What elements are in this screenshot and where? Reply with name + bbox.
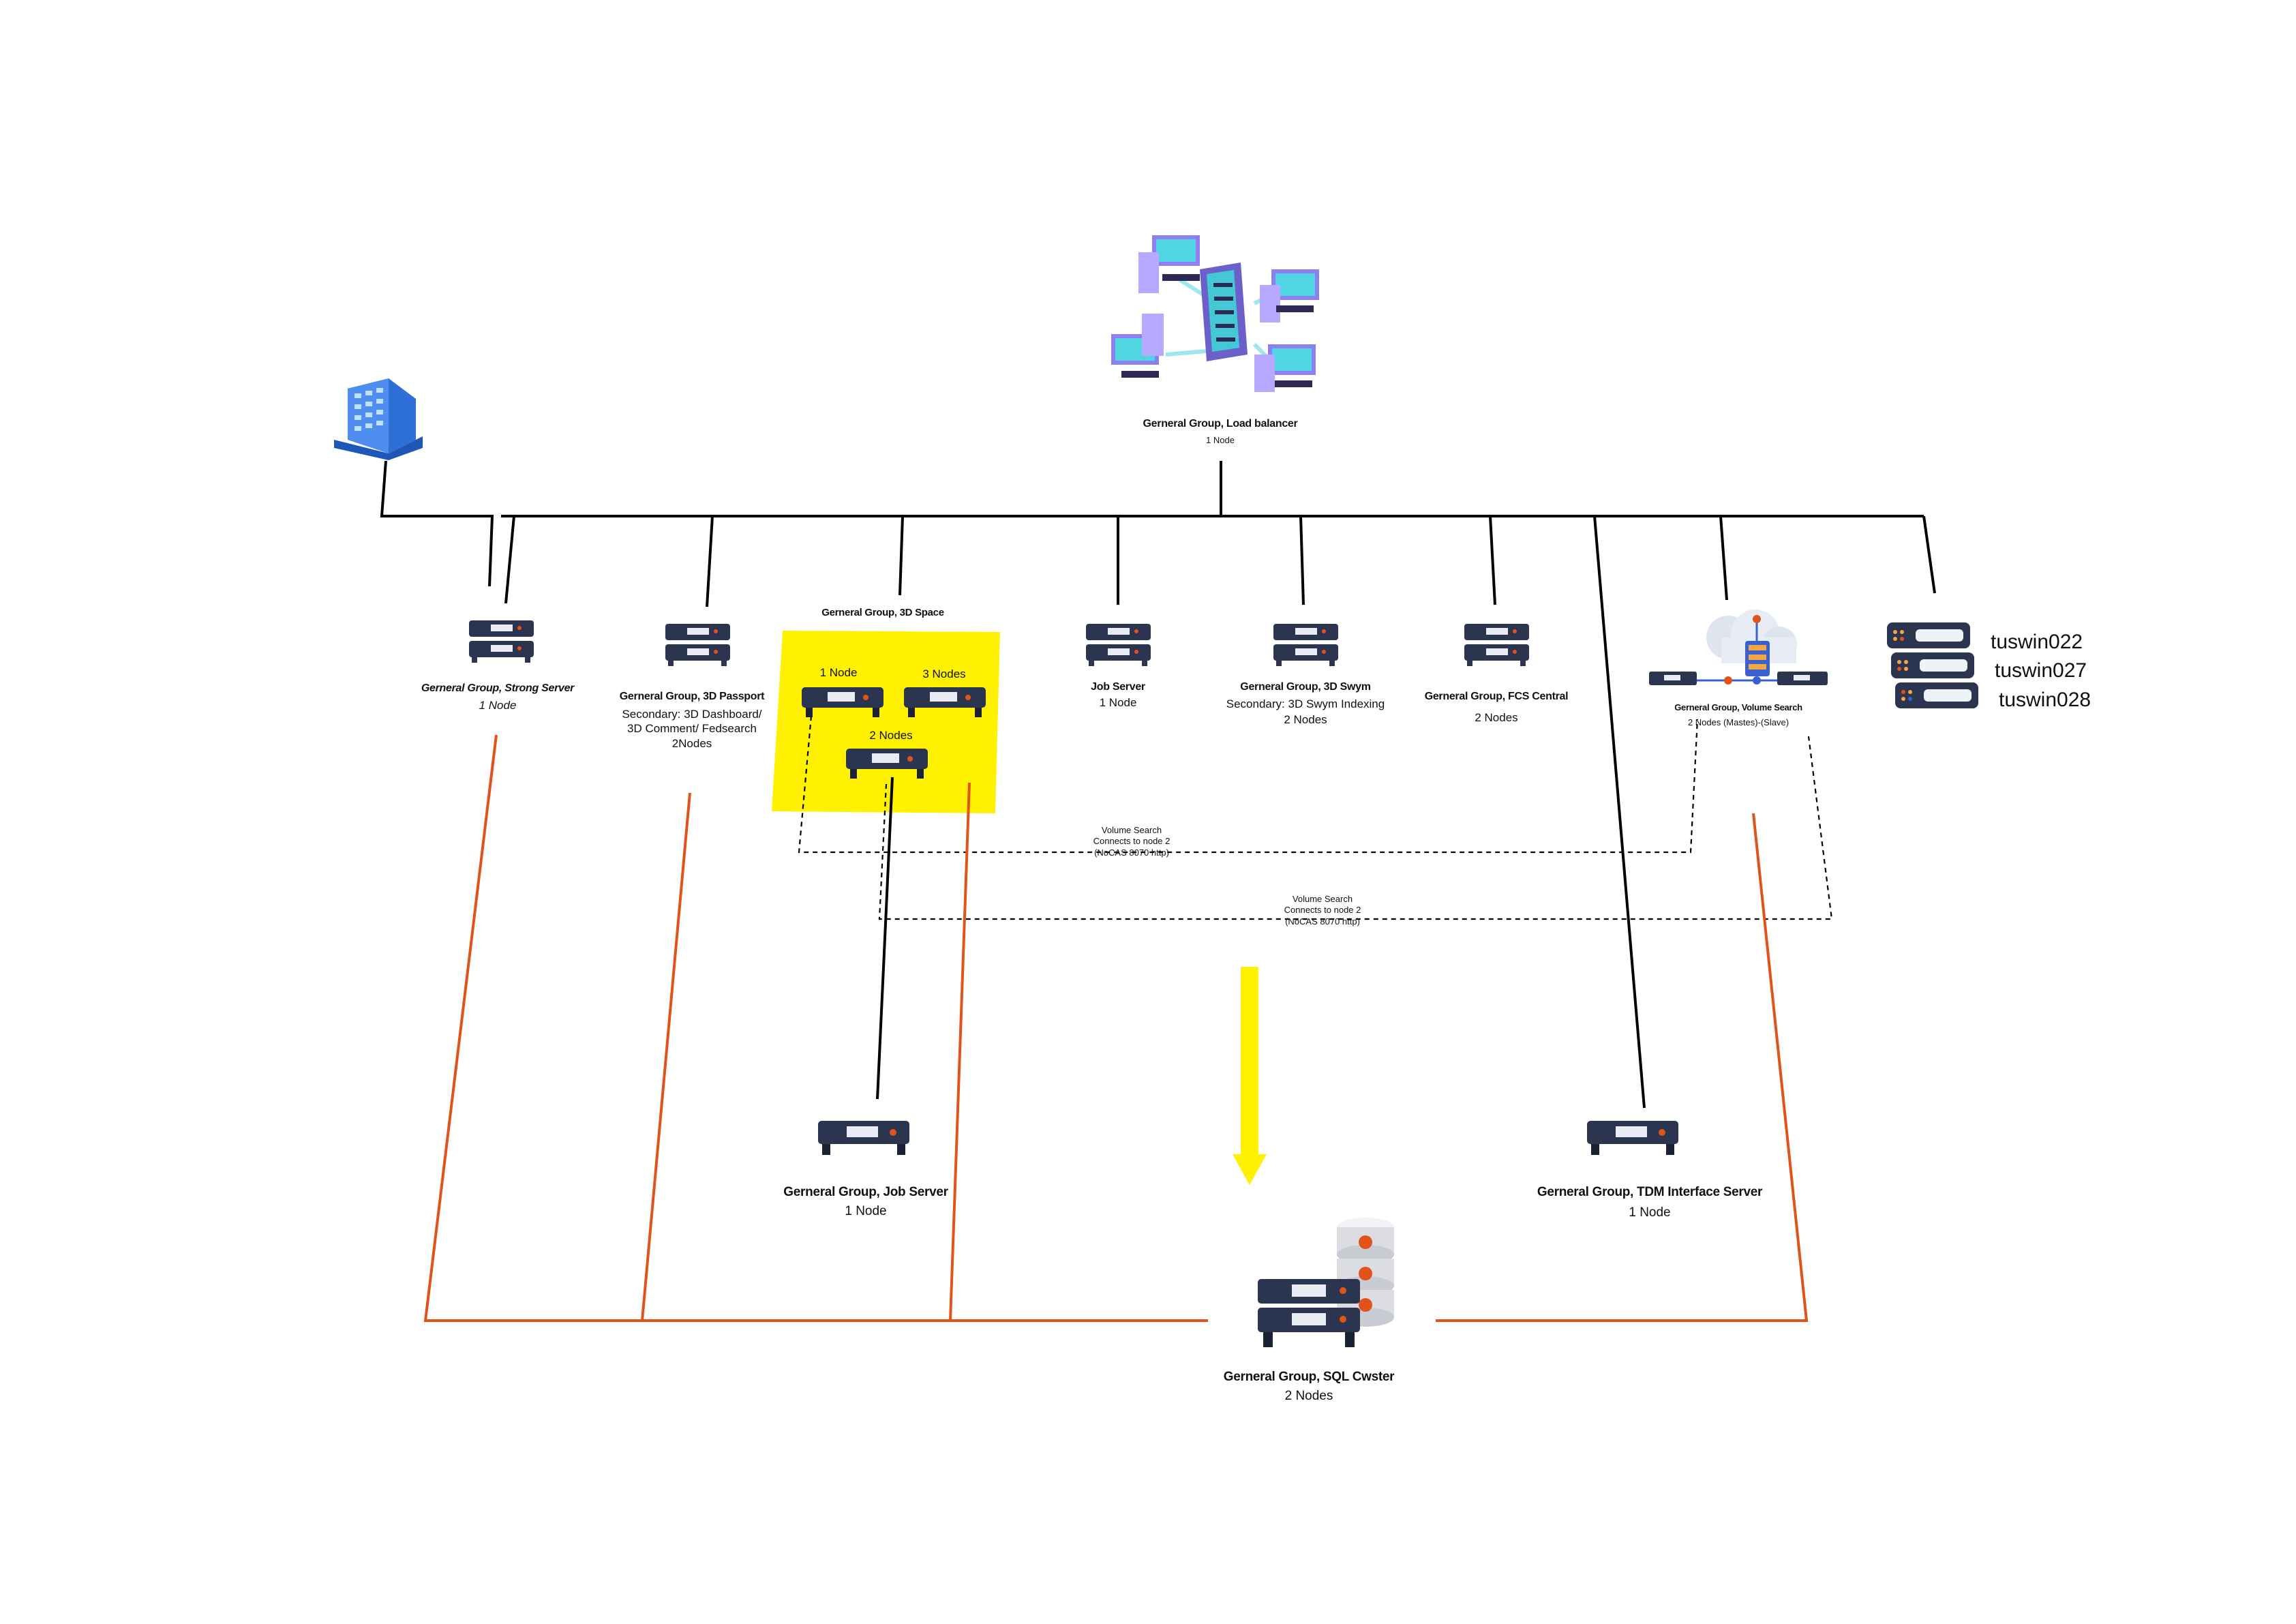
- passport-secondary-1: Secondary: 3D Dashboard/: [622, 708, 762, 721]
- rack-unit-1: [1887, 622, 1970, 648]
- job-server-bottom-title: Gerneral Group, Job Server: [783, 1185, 948, 1199]
- down-arrow-icon: [1233, 967, 1267, 1185]
- server-icon: [469, 620, 534, 663]
- job-server-top-label: Job Server 1 Node: [1063, 680, 1173, 710]
- load-balancer-network-icon: [1111, 235, 1319, 392]
- rack-unit-2: [1891, 652, 1974, 678]
- fcs-label: Gerneral Group, FCS Central 2 Nodes: [1401, 690, 1592, 725]
- connection-2-line1: Volume Search: [1292, 894, 1353, 904]
- server-icon: [818, 1121, 909, 1155]
- load-balancer-label: Gerneral Group, Load balancer 1 Node: [1118, 417, 1323, 446]
- workstation-3: [1111, 314, 1164, 378]
- job-server-top-nodes: 1 Node: [1099, 696, 1137, 709]
- server-icon: [665, 624, 730, 666]
- server-icon: [1587, 1121, 1678, 1155]
- tdm-nodes: 1 Node: [1629, 1205, 1671, 1220]
- sql-nodes: 2 Nodes: [1284, 1388, 1333, 1403]
- volume-search-title: Gerneral Group, Volume Search: [1674, 702, 1802, 712]
- workstation-2: [1260, 269, 1319, 322]
- rack-server-icon: [1887, 622, 1978, 708]
- database-icon: [1258, 1218, 1394, 1347]
- server-icon: [1273, 624, 1338, 666]
- main-bus: [380, 460, 1936, 1109]
- space-title: Gerneral Group, 3D Space: [821, 607, 944, 618]
- connection-2-line2: Connects to node 2: [1284, 905, 1361, 916]
- server-icon: [846, 749, 928, 779]
- server-icon: [1464, 624, 1529, 666]
- sql-title: Gerneral Group, SQL Cwster: [1223, 1370, 1395, 1384]
- strong-server-label: Gerneral Group, Strong Server 1 Node: [382, 682, 614, 712]
- fcs-nodes: 2 Nodes: [1475, 711, 1518, 724]
- job-server-bottom-label: Gerneral Group, Job Server 1 Node: [764, 1184, 968, 1220]
- server-icon: [1258, 1279, 1360, 1347]
- job-server-top-title: Job Server: [1091, 681, 1145, 693]
- strong-server-nodes: 1 Node: [479, 699, 517, 712]
- load-balancer-title: Gerneral Group, Load balancer: [1143, 418, 1298, 430]
- space-node-b: 3 Nodes: [922, 667, 966, 680]
- passport-secondary-2: 3D Comment/ Fedsearch: [627, 722, 757, 736]
- passport-nodes: 2Nodes: [671, 736, 712, 750]
- volume-search-links: [798, 715, 1833, 920]
- workstation-4: [1254, 344, 1316, 392]
- volume-search-label: Gerneral Group, Volume Search 2 Nodes (M…: [1643, 702, 1834, 729]
- connection-1-line1: Volume Search: [1101, 825, 1162, 835]
- host-name: tuswin027: [1995, 659, 2087, 682]
- fcs-title: Gerneral Group, FCS Central: [1424, 691, 1569, 702]
- space-node-c: 2 Nodes: [869, 729, 913, 742]
- job-server-bottom-nodes: 1 Node: [845, 1203, 887, 1218]
- connection-label-1: Volume Search Connects to node 2 (NoCAS …: [1063, 825, 1200, 858]
- rack-unit-3: [1895, 682, 1978, 708]
- connection-2-line3: (NoCAS 8070 http): [1285, 916, 1360, 927]
- server-icon: [1649, 672, 1697, 685]
- server-icon: [1777, 672, 1828, 685]
- server-icon: [802, 687, 883, 717]
- passport-title: Gerneral Group, 3D Passport: [619, 691, 765, 702]
- connection-label-2: Volume Search Connects to node 2 (NoCAS …: [1254, 894, 1391, 927]
- server-icon: [904, 687, 986, 717]
- volume-search-nodes: 2 Nodes (Mastes)-(Slave): [1687, 717, 1789, 728]
- connection-1-line2: Connects to node 2: [1093, 836, 1170, 847]
- tdm-title: Gerneral Group, TDM Interface Server: [1537, 1185, 1763, 1199]
- space-highlight: [772, 631, 1000, 813]
- central-rack: [1200, 262, 1248, 361]
- space-node-a: 1 Node: [819, 666, 858, 679]
- swym-label: Gerneral Group, 3D Swym Secondary: 3D Sw…: [1200, 680, 1411, 727]
- tdm-label: Gerneral Group, TDM Interface Server 1 N…: [1513, 1184, 1786, 1221]
- host-name: tuswin022: [1991, 631, 2083, 653]
- passport-label: Gerneral Group, 3D Passport Secondary: 3…: [600, 690, 784, 751]
- database-links: [423, 734, 1809, 1322]
- building-icon: [334, 378, 423, 460]
- server-icon: [1086, 624, 1151, 666]
- swym-nodes: 2 Nodes: [1284, 713, 1327, 727]
- load-balancer-nodes: 1 Node: [1206, 435, 1235, 445]
- strong-server-title: Gerneral Group, Strong Server: [421, 682, 575, 694]
- host-name: tuswin028: [1999, 689, 2091, 711]
- sql-label: Gerneral Group, SQL Cwster 2 Nodes: [1207, 1369, 1411, 1404]
- swym-secondary: Secondary: 3D Swym Indexing: [1226, 697, 1385, 710]
- swym-title: Gerneral Group, 3D Swym: [1240, 681, 1371, 693]
- workstation-1: [1138, 235, 1200, 293]
- connection-1-line3: (NoCAS 8070 http): [1094, 847, 1169, 858]
- cloud-network-icon: [1649, 610, 1828, 685]
